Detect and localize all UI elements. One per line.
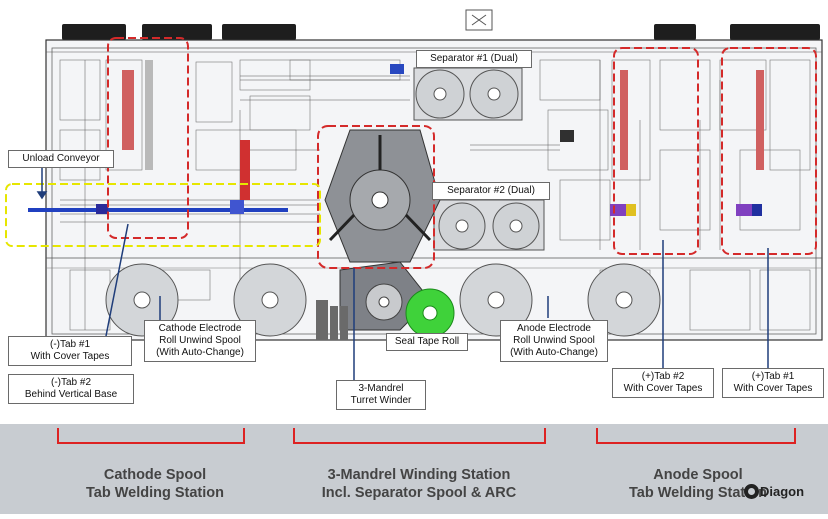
cathode-station-title: Cathode Spool Tab Welding Station	[85, 467, 224, 501]
pos-tab-2-label: (+)Tab #2 With Cover Tapes	[612, 368, 714, 398]
separator-2-label: Separator #2 (Dual)	[432, 182, 550, 200]
diagon-logo: Diagon	[744, 484, 804, 499]
separator-1-label: Separator #1 (Dual)	[416, 50, 532, 68]
station-brackets	[57, 428, 796, 444]
diagon-logo-icon	[744, 484, 759, 499]
cathode-roll-label: Cathode Electrode Roll Unwind Spool (Wit…	[144, 320, 256, 362]
machine-legs	[316, 300, 348, 340]
neg-tab-1-label: (-)Tab #1 With Cover Tapes	[8, 336, 132, 366]
anode-station-title: Anode Spool Tab Welding Station	[628, 467, 767, 501]
leader-lines	[36, 166, 769, 380]
colour-accents	[28, 60, 764, 216]
electrode-reels	[105, 263, 661, 337]
footer-band	[0, 424, 828, 514]
winding-station-title: 3-Mandrel Winding Station Incl. Separato…	[321, 467, 517, 501]
pos-tab-1-label: (+)Tab #1 With Cover Tapes	[722, 368, 824, 398]
top-housings	[62, 24, 820, 40]
separator-spools	[413, 67, 545, 251]
anode-roll-label: Anode Electrode Roll Unwind Spool (With …	[500, 320, 608, 362]
conveyor-highlight	[5, 183, 321, 247]
neg-tab-2-label: (-)Tab #2 Behind Vertical Base	[8, 374, 134, 404]
turret-winder-label: 3-Mandrel Turret Winder	[336, 380, 426, 410]
seal-tape-roll-label: Seal Tape Roll	[386, 333, 468, 351]
unload-conveyor-label: Unload Conveyor	[8, 150, 114, 168]
